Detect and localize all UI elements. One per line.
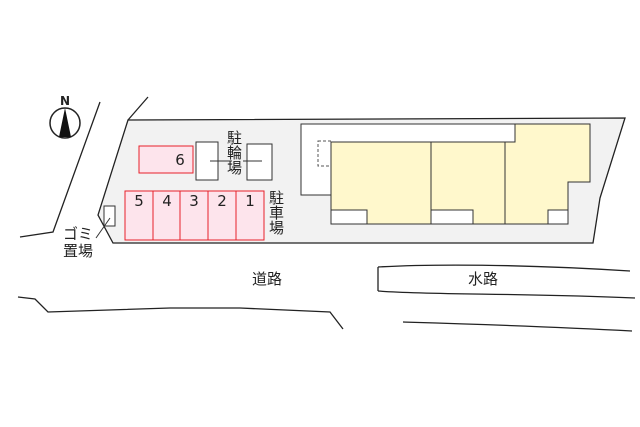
parking-space-4 [152,190,181,241]
garbage-leader [95,217,111,239]
garbage-label-line2: 置場 [63,242,94,260]
parking-number-6: 6 [175,151,185,169]
bike-parking-label: 駐輪場 [225,130,243,175]
entrance-3 [547,209,569,225]
waterway-far-edge [402,321,633,332]
parking-space-2 [207,190,237,241]
lot-left-line [127,96,149,121]
garbage-box [103,205,116,227]
road-label: 道路 [252,270,283,288]
parking-space-1 [235,190,265,241]
entrance-2 [430,209,474,225]
north-label: N [60,94,71,108]
parking-number-3: 3 [189,192,199,210]
parking-space-3 [179,190,209,241]
parking-number-2: 2 [217,192,227,210]
garbage-label-line1: ゴミ [63,225,94,243]
left-road-edge [19,101,101,238]
building-unit-3 [504,123,591,225]
waterway-top-edge [377,264,631,272]
parking-number-4: 4 [162,192,172,210]
parking-number-5: 5 [134,192,144,210]
waterway-label: 水路 [468,270,499,288]
road-bottom-edge [17,296,344,330]
parking-space-6 [138,145,194,174]
waterway-bottom-edge [377,290,636,299]
parking-number-1: 1 [245,192,255,210]
north-arrow-icon [49,107,81,139]
entrance-1 [330,209,368,225]
bike-rack-right [246,143,273,181]
car-parking-label: 駐車場 [267,190,285,235]
